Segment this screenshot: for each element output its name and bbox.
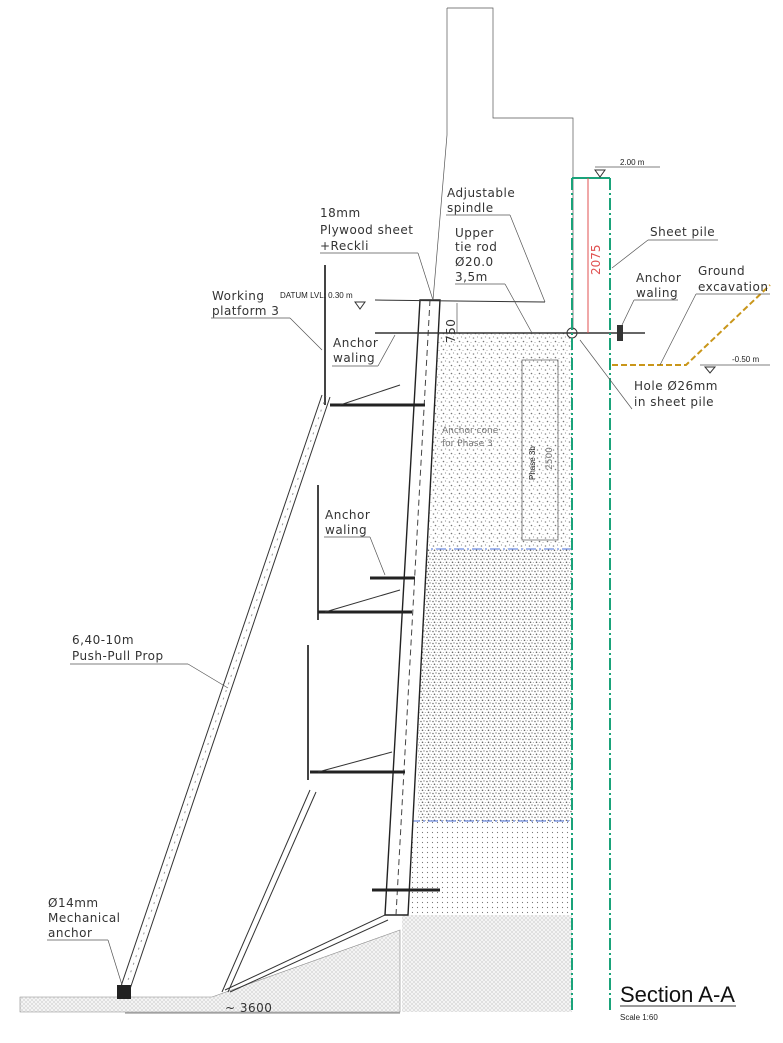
phase-box	[521, 359, 559, 541]
elevation-excavation: -0.50 m	[732, 355, 759, 364]
label-anchor-waling-top-1: Anchor	[333, 336, 378, 350]
ground-under-wall	[402, 915, 572, 1012]
elevation-datum: DATUM LVL: 0.30 m	[280, 291, 353, 300]
elevation-marker	[703, 366, 717, 374]
ground-fill	[19, 929, 401, 1013]
label-tie-rod-1: Upper	[455, 226, 494, 240]
label-anchor-waling-mid-2: waling	[325, 523, 367, 537]
label-plywood-3: +Reckli	[320, 239, 369, 253]
label-tie-rod-3: Ø20.0	[455, 255, 494, 269]
push-pull-prop	[117, 394, 331, 996]
label-anchor-waling-mid-1: Anchor	[325, 508, 370, 522]
platform-3	[324, 265, 425, 407]
label-anchor-waling-right-1: Anchor	[636, 271, 681, 285]
anchor-waling-right	[617, 325, 623, 341]
label-anchor-1: Ø14mm	[48, 896, 99, 910]
elevation-marker	[594, 169, 606, 178]
concrete-pour-phase-1	[410, 821, 572, 915]
adjustable-spindle	[374, 299, 546, 303]
section-scale: Scale 1:60	[620, 1013, 658, 1022]
label-prop-1: 6,40-10m	[72, 633, 134, 647]
formwork-studs	[395, 299, 431, 916]
label-sheet-pile: Sheet pile	[650, 225, 715, 239]
platform-1	[307, 645, 405, 780]
label-plywood-1: 18mm	[320, 206, 361, 220]
concrete-pour-phase-2	[418, 549, 572, 821]
label-phase: Phase 3b	[528, 446, 537, 480]
label-tie-rod-2: tie rod	[455, 240, 497, 254]
dimension-2075: 2075	[589, 244, 603, 275]
section-title: Section A-A	[620, 982, 735, 1007]
label-plywood-2: Plywood sheet	[320, 223, 413, 237]
lower-brace	[221, 789, 389, 993]
label-anchor-waling-top-2: waling	[333, 351, 375, 365]
leader-line	[432, 8, 448, 301]
elevation-top: 2.00 m	[620, 158, 645, 167]
platform-2	[317, 485, 412, 620]
label-adjustable-spindle: Adjustable	[447, 186, 515, 200]
label-anchor-cone-1: Anchor cone	[442, 426, 499, 436]
dimension-750: 750	[444, 319, 458, 343]
concrete-pour-phase-3	[425, 333, 572, 549]
label-ground-excavation-1: Ground	[698, 264, 745, 278]
dimension-3600: ~ 3600	[225, 1001, 272, 1015]
label-tie-rod-4: 3,5m	[455, 270, 488, 284]
label-working-platform-2: platform 3	[212, 304, 279, 318]
ground-excavation-line	[612, 284, 771, 366]
dimension-2500: 2500	[545, 447, 555, 470]
formwork-panel	[384, 299, 441, 916]
label-adjustable-spindle-2: spindle	[447, 201, 494, 215]
label-hole-1: Hole Ø26mm	[634, 379, 718, 393]
mechanical-anchor-icon	[117, 985, 131, 999]
label-anchor-waling-right-2: waling	[636, 286, 678, 300]
label-hole-2: in sheet pile	[634, 395, 714, 409]
label-prop-2: Push-Pull Prop	[72, 649, 164, 663]
label-ground-excavation-2: excavation	[698, 280, 768, 294]
elevation-marker	[354, 301, 366, 310]
label-anchor-cone-2: for Phase 3	[442, 439, 493, 449]
label-anchor-3: anchor	[48, 926, 92, 940]
label-anchor-2: Mechanical	[48, 911, 121, 925]
label-working-platform-1: Working	[212, 289, 264, 303]
